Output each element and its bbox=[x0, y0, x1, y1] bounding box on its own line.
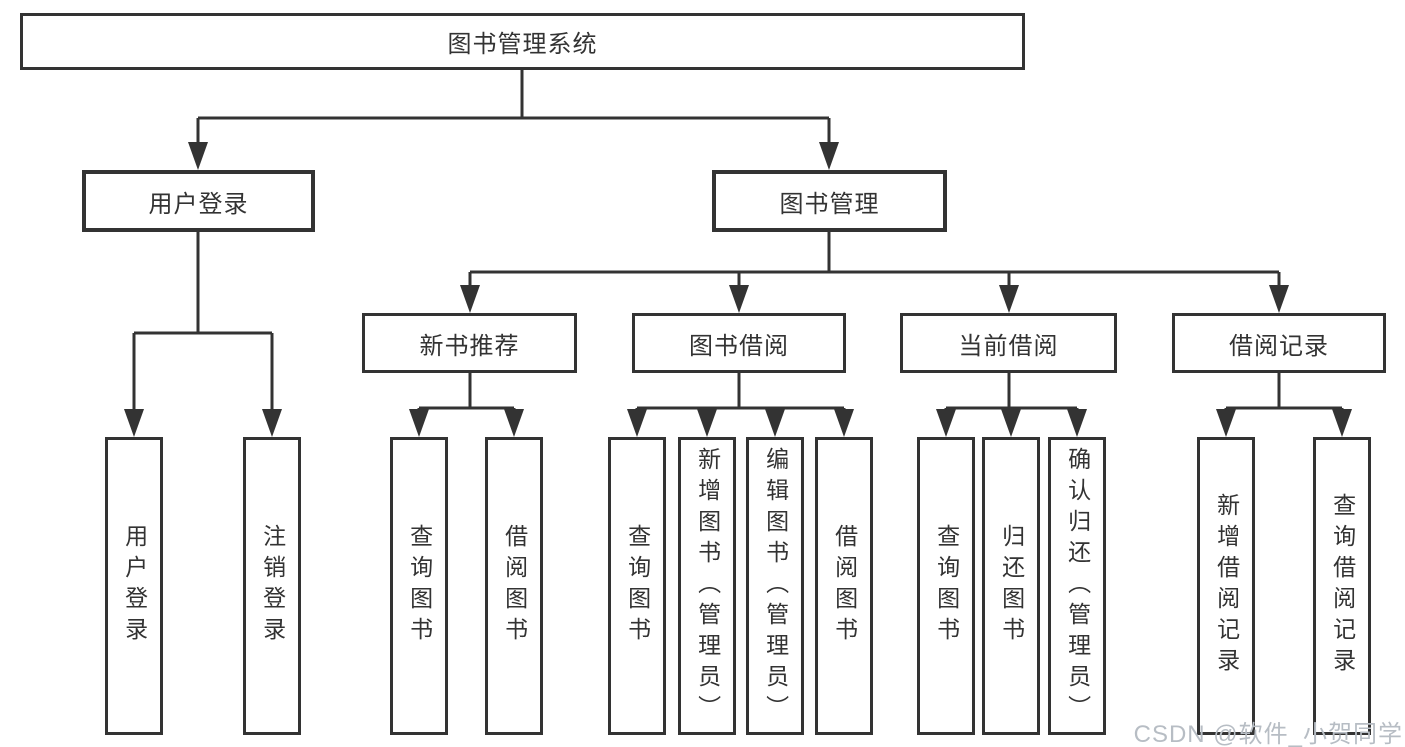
node-root-system: 图书管理系统 bbox=[20, 13, 1025, 70]
leaf-user-login: 用户登录 bbox=[105, 437, 163, 735]
leaf-label: 用户登录 bbox=[121, 524, 148, 648]
leaf-label: 编辑图书（管理员） bbox=[762, 446, 789, 726]
connector-bookborrow-to-leaves bbox=[635, 373, 846, 413]
leaf-label: 查询图书 bbox=[933, 524, 960, 648]
leaf-label: 借阅图书 bbox=[831, 524, 858, 648]
node-label: 图书管理 bbox=[779, 190, 880, 218]
connector-userlogin-to-leaves bbox=[132, 232, 274, 413]
csdn-watermark: CSDN @软件_小贺同学 bbox=[1133, 721, 1403, 747]
arrowheads-level2 bbox=[188, 142, 839, 170]
node-label: 新书推荐 bbox=[419, 332, 520, 360]
connector-newbook-to-leaves bbox=[417, 373, 516, 413]
leaf-label: 查询图书 bbox=[624, 524, 651, 648]
leaf-add-borrow-record: 新增借阅记录 bbox=[1197, 437, 1255, 735]
leaf-label: 查询借阅记录 bbox=[1329, 493, 1356, 679]
node-label: 借阅记录 bbox=[1229, 332, 1329, 360]
node-borrow-records: 借阅记录 bbox=[1172, 313, 1386, 373]
connector-records-to-leaves bbox=[1224, 373, 1344, 413]
node-label: 用户登录 bbox=[148, 190, 249, 218]
node-book-borrow: 图书借阅 bbox=[632, 313, 846, 373]
leaf-label: 查询图书 bbox=[406, 524, 433, 648]
arrowheads-leaves bbox=[124, 409, 1352, 437]
leaf-borrow-book: 借阅图书 bbox=[815, 437, 873, 735]
leaf-confirm-return-admin: 确认归还（管理员） bbox=[1048, 437, 1106, 735]
node-label: 当前借阅 bbox=[958, 332, 1059, 360]
leaf-edit-book-admin: 编辑图书（管理员） bbox=[746, 437, 804, 735]
node-book-management: 图书管理 bbox=[712, 170, 947, 232]
leaf-label: 新增借阅记录 bbox=[1213, 493, 1240, 679]
arrowheads-level3 bbox=[460, 285, 1289, 313]
leaf-label: 注销登录 bbox=[259, 524, 286, 648]
connector-root-to-level2 bbox=[196, 69, 831, 146]
leaf-return-book: 归还图书 bbox=[982, 437, 1040, 735]
connector-bookmgmt-to-level3 bbox=[468, 232, 1281, 289]
leaf-label: 确认归还（管理员） bbox=[1064, 446, 1091, 726]
leaf-add-book-admin: 新增图书（管理员） bbox=[678, 437, 736, 735]
leaf-label: 新增图书（管理员） bbox=[694, 446, 721, 726]
node-user-login: 用户登录 bbox=[82, 170, 315, 232]
node-label: 图书借阅 bbox=[689, 332, 789, 360]
leaf-label: 借阅图书 bbox=[501, 524, 528, 648]
node-current-borrow: 当前借阅 bbox=[900, 313, 1117, 373]
leaf-query-book-current: 查询图书 bbox=[917, 437, 975, 735]
node-new-book-recommend: 新书推荐 bbox=[362, 313, 577, 373]
leaf-logout: 注销登录 bbox=[243, 437, 301, 735]
node-label: 图书管理系统 bbox=[447, 31, 598, 58]
leaf-query-borrow-record: 查询借阅记录 bbox=[1313, 437, 1371, 735]
leaf-query-book-borrow: 查询图书 bbox=[608, 437, 666, 735]
leaf-query-book-recommend: 查询图书 bbox=[390, 437, 448, 735]
connector-currentborrow-to-leaves bbox=[944, 373, 1079, 413]
leaf-borrow-book-recommend: 借阅图书 bbox=[485, 437, 543, 735]
leaf-label: 归还图书 bbox=[998, 524, 1025, 648]
